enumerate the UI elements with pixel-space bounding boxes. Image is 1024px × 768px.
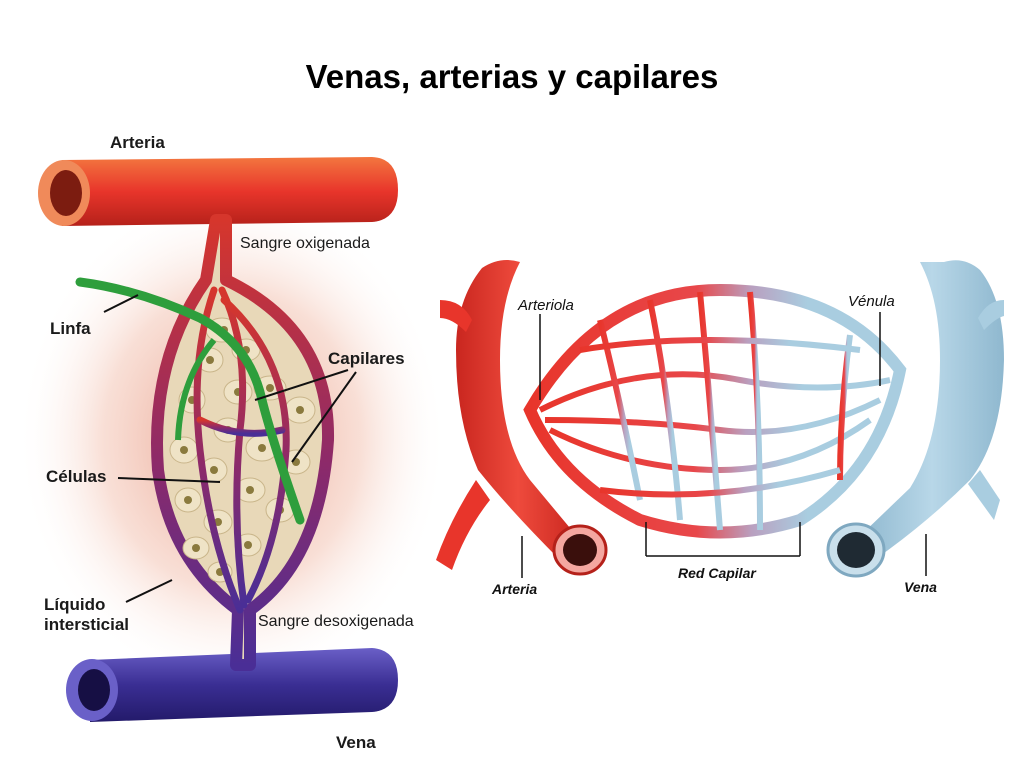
- capillary-network: [523, 283, 907, 539]
- label-sangre-desoxigenada: Sangre desoxigenada: [258, 613, 414, 630]
- right-artery: [436, 260, 608, 576]
- lymph-vessel: [75, 277, 305, 525]
- artery-tube: [38, 157, 398, 226]
- label-capilares: Capilares: [328, 349, 405, 368]
- label-right-arteria: Arteria: [491, 581, 537, 597]
- label-right-vena: Vena: [904, 579, 937, 595]
- label-sangre-oxigenada: Sangre oxigenada: [240, 235, 370, 252]
- left-leader-lines: [103, 294, 357, 603]
- right-leader-lines: [521, 312, 927, 578]
- page-title: Venas, arterias y capilares: [305, 58, 719, 95]
- left-diagram: Arteria Sangre oxigenada Linfa Capilares…: [17, 133, 447, 752]
- lymph-branch: [175, 338, 217, 441]
- label-intersticial: intersticial: [44, 615, 129, 634]
- inner-capillaries: [193, 286, 290, 614]
- capillary-bed: [75, 214, 335, 671]
- label-celulas: Células: [46, 467, 106, 486]
- label-vena: Vena: [336, 733, 376, 752]
- label-venula: Vénula: [848, 293, 895, 310]
- capillary-mesh: [538, 291, 891, 531]
- label-arteria: Arteria: [110, 133, 165, 152]
- vein-tube: [66, 648, 398, 722]
- label-liquido: Líquido: [44, 595, 105, 614]
- label-linfa: Linfa: [50, 319, 91, 338]
- right-vein: [826, 260, 1004, 578]
- label-red-capilar: Red Capilar: [678, 565, 757, 581]
- right-diagram: Arteriola Vénula Arteria Red Capilar Ven…: [436, 260, 1004, 597]
- label-arteriola: Arteriola: [517, 297, 574, 314]
